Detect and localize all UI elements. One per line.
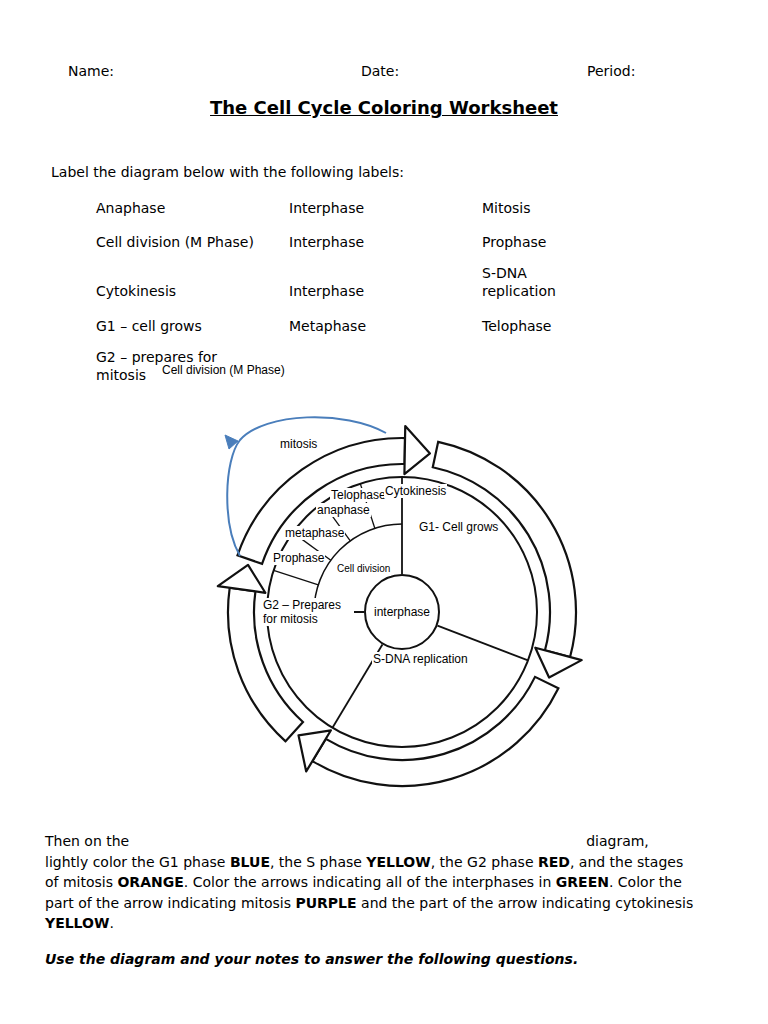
cycle-arrow-body — [237, 438, 405, 564]
node-text: interphase — [373, 605, 431, 619]
label-option: Cell division (M Phase) — [96, 233, 254, 251]
worksheet-title: The Cell Cycle Coloring Worksheet — [0, 97, 768, 118]
instruction-text: lightly color the G1 phase — [45, 854, 225, 870]
cycle-arrow-head — [218, 565, 266, 593]
diagram-label: Cytokinesis — [384, 484, 447, 498]
closing-instruction: Use the diagram and your notes to answer… — [45, 950, 578, 968]
mitosis-curve-arrow — [227, 417, 386, 556]
cycle-arrow-head — [299, 730, 331, 771]
label-option: Anaphase — [96, 199, 165, 217]
instruction-text: Then on the — [45, 833, 129, 849]
color-word: GREEN — [556, 874, 609, 890]
interphase-circle: interphase — [364, 574, 440, 650]
color-word: RED — [538, 854, 570, 870]
color-word: BLUE — [230, 854, 270, 870]
mitosis-curve-arrowhead — [225, 435, 238, 449]
instruction-text: diagram, — [586, 833, 649, 849]
instruction-paragraph: Then on the diagram, lightly color the G… — [45, 831, 695, 934]
form-field-label: Period: — [587, 62, 635, 80]
instruction-text: and the part of the arrow indicating cyt… — [361, 895, 693, 911]
label-option: Interphase — [289, 233, 364, 251]
instruction-text: Label the diagram below with the followi… — [51, 163, 404, 181]
mitosis-wedge-line — [274, 570, 319, 585]
label-option: Prophase — [482, 233, 546, 251]
color-word: YELLOW — [45, 915, 109, 931]
form-field-label: Name: — [68, 62, 114, 80]
cycle-arrow-body — [312, 677, 558, 786]
diagram-label: anaphase — [316, 503, 371, 517]
diagram-label: Cell division (M Phase) — [161, 363, 286, 377]
instruction-text: . Color the arrows indicating all of the… — [184, 874, 552, 890]
label-option: Telophase — [482, 317, 552, 335]
label-option: Cytokinesis — [96, 282, 176, 300]
form-field-label: Date: — [361, 62, 399, 80]
label-option: G1 – cell grows — [96, 317, 202, 335]
cycle-arrow-body — [433, 442, 576, 657]
diagram-label: mitosis — [279, 437, 318, 451]
circle-outline — [365, 575, 439, 649]
mitosis-sector: Cell division — [336, 562, 391, 576]
instruction-text: . — [109, 915, 113, 931]
diagram-label: metaphase — [284, 526, 345, 540]
node-text: Cell division — [336, 562, 391, 576]
instruction-text: , the S phase — [270, 854, 362, 870]
node-text: G1- Cell grows — [418, 520, 499, 534]
color-word: YELLOW — [366, 854, 430, 870]
label-option: Interphase — [289, 282, 364, 300]
diagram-label: Telophase — [330, 488, 387, 502]
node-text: G2 – Prepares for mitosis — [262, 598, 354, 626]
cycle-arrow-head — [404, 426, 430, 474]
instruction-text: , the G2 phase — [431, 854, 534, 870]
cycle-arrow-head — [535, 648, 581, 678]
diagram-label: Prophase — [272, 551, 325, 565]
label-option: S-DNA replication — [482, 264, 574, 300]
color-word: PURPLE — [295, 895, 356, 911]
label-option: Mitosis — [482, 199, 531, 217]
label-option: Interphase — [289, 199, 364, 217]
phase-sector: G1- Cell grows — [418, 520, 499, 534]
phase-sector: G2 – Prepares for mitosis — [262, 598, 354, 626]
phase-sector: S-DNA replication — [372, 652, 469, 666]
node-text: S-DNA replication — [372, 652, 469, 666]
color-word: ORANGE — [117, 874, 183, 890]
label-option: Metaphase — [289, 317, 366, 335]
